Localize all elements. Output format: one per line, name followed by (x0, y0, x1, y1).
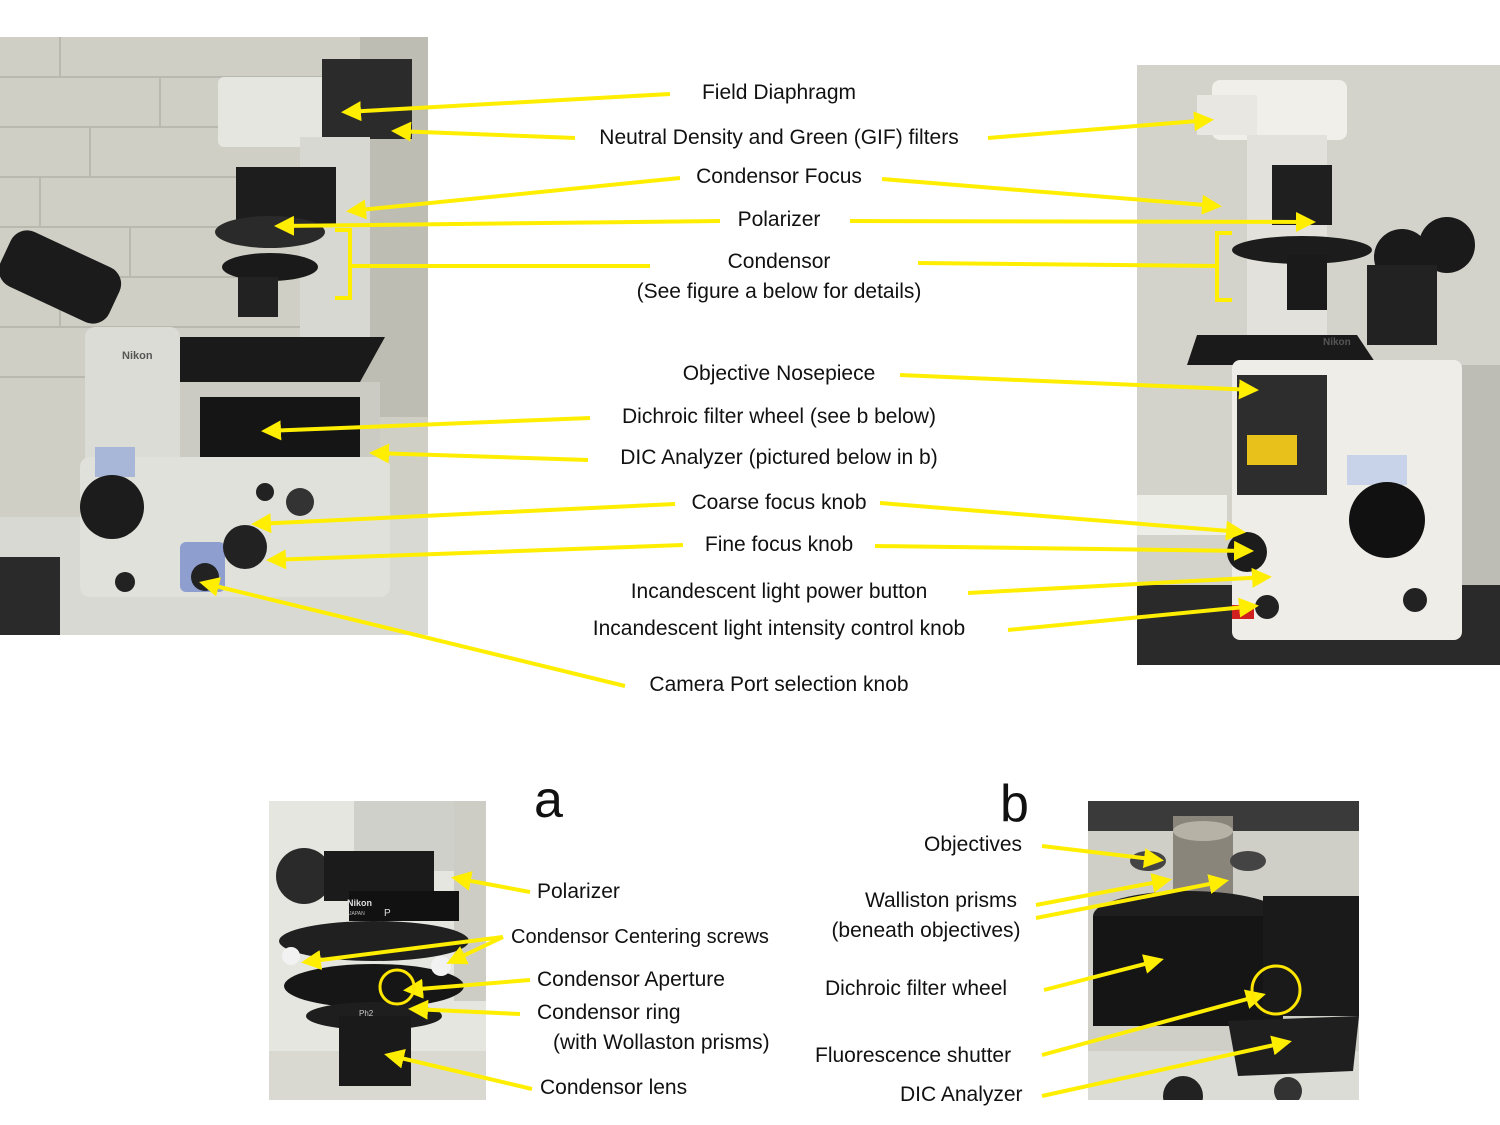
fig-a-japan-mark: JAPAN (349, 911, 365, 917)
label-power-button: Incandescent light power button (630, 580, 928, 603)
right-microscope-photo: Nikon (1137, 65, 1500, 665)
label-a-aperture: Condensor Aperture (537, 968, 725, 991)
figure-b-letter: b (1000, 775, 1029, 833)
label-b-prisms-line1: Walliston prisms (864, 889, 1018, 912)
left-nikon-brand: Nikon (122, 350, 153, 362)
label-a-lens: Condensor lens (540, 1076, 688, 1099)
label-dic-analyzer: DIC Analyzer (pictured below in b) (620, 446, 938, 469)
label-dichroic-wheel: Dichroic filter wheel (see b below) (622, 405, 936, 428)
figure-a-photo: Nikon JAPAN P Ph2 (269, 801, 486, 1100)
figure-b-photo (1088, 801, 1359, 1100)
label-a-polarizer: Polarizer (537, 880, 620, 903)
label-nd-filters: Neutral Density and Green (GIF) filters (599, 126, 959, 149)
label-condensor-focus: Condensor Focus (696, 165, 862, 188)
label-b-prisms-line2: (beneath objectives) (831, 919, 1021, 942)
label-condensor-line1: Condensor (727, 250, 831, 273)
fig-a-p-mark: P (384, 908, 391, 919)
label-b-dichroic: Dichroic filter wheel (825, 977, 1008, 1000)
figure-a-letter: a (534, 771, 563, 829)
label-b-shutter: Fluorescence shutter (815, 1044, 1012, 1067)
label-intensity-knob: Incandescent light intensity control kno… (592, 617, 966, 640)
label-coarse-focus: Coarse focus knob (691, 491, 867, 514)
label-a-centering-screws: Condensor Centering screws (511, 926, 769, 948)
left-microscope-photo: Nikon (0, 37, 428, 635)
label-a-ring-line2: (with Wollaston prisms) (553, 1031, 770, 1054)
label-a-ring-line1: Condensor ring (537, 1001, 681, 1024)
label-b-analyzer: DIC Analyzer (900, 1083, 1023, 1106)
fig-a-nikon-mark: Nikon (347, 898, 372, 908)
right-nikon-brand: Nikon (1323, 337, 1351, 348)
label-fine-focus: Fine focus knob (704, 533, 854, 556)
label-b-objectives: Objectives (924, 833, 1023, 856)
label-condensor-line2: (See figure a below for details) (636, 280, 922, 303)
label-objective-nosepiece: Objective Nosepiece (682, 362, 876, 385)
fig-a-ph-mark: Ph2 (359, 1009, 374, 1018)
label-polarizer: Polarizer (737, 208, 821, 231)
label-camera-port: Camera Port selection knob (649, 673, 909, 696)
label-field-diaphragm: Field Diaphragm (701, 81, 857, 104)
